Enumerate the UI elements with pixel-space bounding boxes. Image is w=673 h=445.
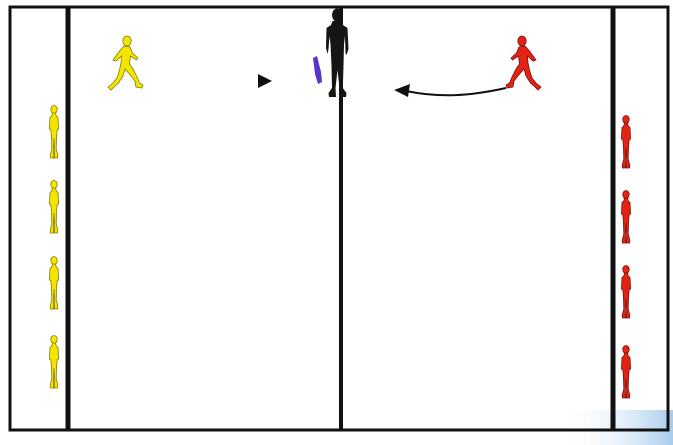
baton-icon bbox=[313, 56, 322, 84]
curved-arrow-left-icon bbox=[394, 84, 507, 97]
corner-fade bbox=[560, 410, 673, 445]
referee-with-baton-icon bbox=[313, 8, 349, 97]
arrowhead-right-icon bbox=[258, 74, 272, 88]
